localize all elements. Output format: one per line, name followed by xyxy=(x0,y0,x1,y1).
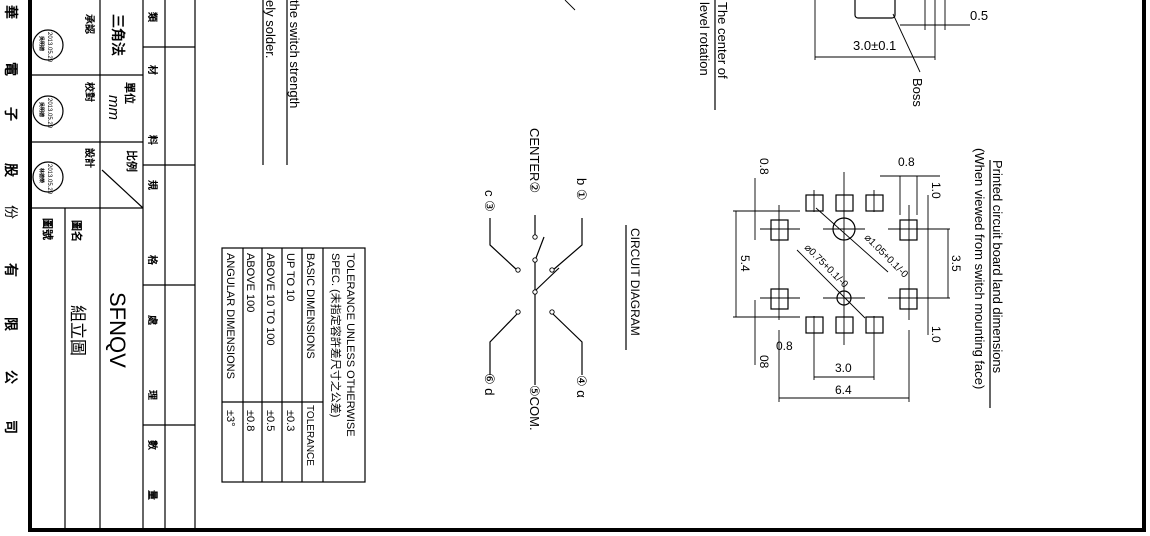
pin2-label: CENTER② xyxy=(527,128,542,193)
pin6-label: ⑥ d xyxy=(482,373,497,396)
svg-text:2013.05.29: 2013.05.29 xyxy=(46,32,52,63)
small-dimension: 0.5 xyxy=(970,8,988,23)
svg-text:BASIC DIMENSIONS: BASIC DIMENSIONS xyxy=(304,253,316,359)
svg-text:吳明德: 吳明德 xyxy=(38,101,45,117)
pin1-label: b ① xyxy=(574,178,589,201)
circuit-diagram: CIRCUIT DIAGRAM b ① CENTER② c ③ ④ α ⑤COM… xyxy=(482,128,642,431)
svg-text:TOLERANCE: TOLERANCE xyxy=(304,405,315,466)
checked-stamp: 2013.05.29 吳明德 xyxy=(32,95,64,129)
note-line2: ely solder. xyxy=(263,0,278,59)
note-line1: the switch strength xyxy=(287,0,302,108)
dim-08: 08 xyxy=(757,355,771,369)
svg-text:類: 類 xyxy=(146,11,159,23)
svg-text:公: 公 xyxy=(3,370,19,384)
svg-text:華: 華 xyxy=(3,5,19,19)
svg-text:處: 處 xyxy=(146,315,159,326)
boss-label: Boss xyxy=(910,78,925,107)
title-block: 類 材 料 規 格 處 理 數 量 三角法 單位 mm 比例 承認 校對 設計 … xyxy=(30,0,196,530)
dim-top-1.0: 1.0 xyxy=(929,182,943,199)
svg-text:ANGULAR DIMENSIONS: ANGULAR DIMENSIONS xyxy=(224,253,236,379)
svg-text:2013.05.29: 2013.05.29 xyxy=(46,164,52,195)
svg-text:子: 子 xyxy=(3,107,19,121)
svg-text:吳明德: 吳明德 xyxy=(38,35,45,51)
unit-label: 單位 xyxy=(123,82,137,104)
designed-stamp: 2013.05.29 林德榮 xyxy=(32,161,64,195)
drawing-no-label: 圖號 xyxy=(41,218,55,240)
svg-text:料: 料 xyxy=(146,135,159,145)
row-headers: 類 材 料 規 格 處 理 數 量 xyxy=(146,11,159,500)
svg-text:限: 限 xyxy=(3,317,19,331)
top-view: 3.0±0.1 0.5 Boss xyxy=(814,0,988,107)
svg-text:數: 數 xyxy=(146,440,159,450)
svg-text:ABOVE 100: ABOVE 100 xyxy=(244,253,256,312)
checked-label: 校對 xyxy=(83,82,96,102)
pin5-label: ⑤COM. xyxy=(527,385,542,431)
tolerance-subtitle: SPEC. (未指定容許差尺寸之公差) xyxy=(329,253,343,417)
svg-text:ABOVE 10 TO 100: ABOVE 10 TO 100 xyxy=(264,253,276,346)
projection-label: 三角法 xyxy=(109,14,126,56)
dim-top-0.8: 0.8 xyxy=(898,155,915,169)
svg-text:司: 司 xyxy=(3,420,19,434)
svg-text:材: 材 xyxy=(146,65,159,75)
svg-text:量: 量 xyxy=(146,490,159,500)
width-dimension: 3.0±0.1 xyxy=(853,38,896,53)
pcb-land-pattern: Printed circuit board land dimensions (W… xyxy=(733,148,1005,408)
dim-bottom-1.0: 1.0 xyxy=(929,326,943,343)
pcb-subtitle: (When viewed from switch mounting face) xyxy=(972,148,987,389)
dim-3.0: 3.0 xyxy=(835,361,852,375)
pin3-label: c ③ xyxy=(482,190,497,212)
notes: the switch strength ely solder. The cent… xyxy=(262,0,730,165)
svg-text:UP TO 10: UP TO 10 xyxy=(284,253,296,301)
dim-6.4: 6.4 xyxy=(835,383,852,397)
svg-text:電: 電 xyxy=(3,62,19,76)
dim-bottom-0.8: 0.8 xyxy=(776,339,793,353)
pcb-title: Printed circuit board land dimensions xyxy=(990,160,1005,374)
svg-text:林德榮: 林德榮 xyxy=(38,168,45,183)
unit-value: mm xyxy=(105,95,122,120)
tolerance-title: TOLERANCE UNLESS OTHERWISE xyxy=(344,253,356,437)
designed-label: 設計 xyxy=(83,148,96,168)
dim-left-0.8: 0.8 xyxy=(757,158,771,175)
svg-text:格: 格 xyxy=(146,255,159,266)
svg-text:規: 規 xyxy=(146,180,159,190)
drawing-name-label: 圖名 xyxy=(70,220,84,242)
note-line4: level rotation xyxy=(697,2,712,76)
tolerance-table: TOLERANCE UNLESS OTHERWISE SPEC. (未指定容許差… xyxy=(221,247,366,483)
drawing-name: 組立圖 xyxy=(67,305,87,356)
approved-label: 承認 xyxy=(83,14,96,34)
drawing-border xyxy=(28,0,1146,532)
approval-stamp: 2013.05.29 吳明德 xyxy=(32,29,64,63)
hole-0.75: ⌀0.75+0.1/-0 xyxy=(802,242,850,290)
scale-label: 比例 xyxy=(125,150,139,172)
svg-text:±0.5: ±0.5 xyxy=(264,410,276,431)
company-name: 華 電 子 股 份 有 限 公 司 xyxy=(3,5,19,434)
svg-text:±0.8: ±0.8 xyxy=(244,410,256,431)
svg-text:份: 份 xyxy=(3,205,19,219)
svg-text:有: 有 xyxy=(3,263,19,277)
part-number: SFNQV xyxy=(105,292,130,368)
svg-text:股: 股 xyxy=(3,163,19,178)
dim-3.5: 3.5 xyxy=(949,255,963,272)
note-line3: The center of xyxy=(715,2,730,79)
svg-text:±0.3: ±0.3 xyxy=(284,410,296,431)
svg-text:理: 理 xyxy=(146,390,158,400)
dim-5.4: 5.4 xyxy=(738,255,752,272)
center-lines xyxy=(733,172,950,402)
svg-text:2013.05.29: 2013.05.29 xyxy=(46,98,52,129)
pin4-label: ④ α xyxy=(574,375,589,398)
svg-text:±3°: ±3° xyxy=(224,410,236,427)
circuit-title: CIRCUIT DIAGRAM xyxy=(628,228,642,336)
